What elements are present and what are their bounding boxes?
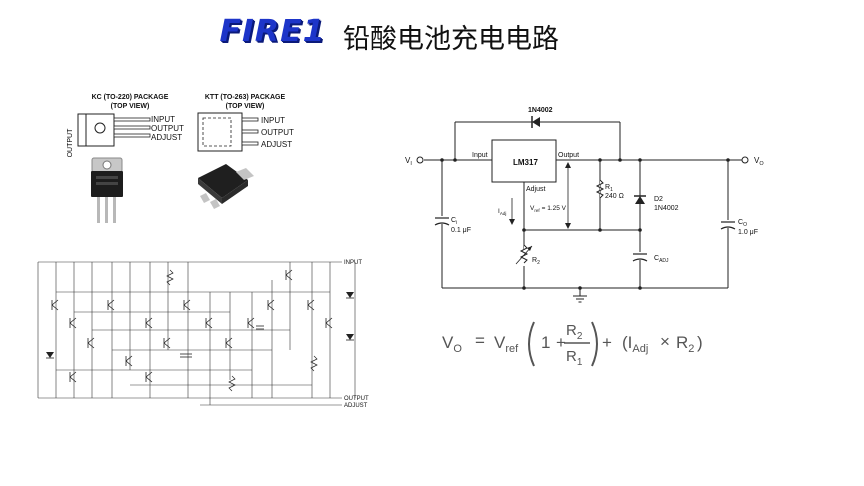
vo-terminal	[741, 156, 749, 164]
formula-r2b: R2	[676, 333, 694, 355]
iadj-label: IAdj	[498, 208, 506, 216]
ktt-package-photo	[198, 164, 254, 209]
ic-input-label: Input	[472, 152, 488, 159]
internal-schematic: INPUT OUTPUT ADJUST	[37, 260, 369, 409]
d2-diode	[634, 195, 646, 204]
formula-times: ×	[660, 332, 670, 351]
ktt-title: KTT (TO-263) PACKAGE	[205, 94, 286, 101]
kc-body	[77, 113, 115, 147]
vo-label: VO	[754, 156, 764, 167]
r1-resistor	[595, 179, 605, 199]
vref-label: Vref= 1.25 V	[530, 205, 567, 213]
formula-vref: Vref	[494, 333, 519, 355]
lm317-ic	[491, 139, 557, 183]
r1-name: R1	[605, 184, 613, 193]
kc-package-photo	[91, 157, 123, 223]
formula-r1: R1	[566, 348, 583, 368]
page-title: 铅酸电池充电电路	[343, 24, 559, 55]
r2-resistor	[519, 244, 529, 264]
ci-name: Ci	[451, 217, 457, 226]
vi-terminal	[416, 156, 424, 164]
kc-pin-adjust: ADJUST	[151, 133, 182, 142]
formula-one: 1	[541, 333, 550, 352]
ic-adjust-label: Adjust	[526, 186, 546, 193]
lm317-circuit: 1N4002 LM317 Input Output Adjust VI VO R…	[405, 107, 764, 303]
formula-plus2: +	[602, 333, 612, 352]
paren-close	[591, 321, 598, 367]
formula-plus: +	[556, 333, 566, 352]
ground-symbol	[573, 295, 587, 303]
ktt-pin-output: OUTPUT	[261, 128, 294, 137]
fire1-logo: FIRE1	[219, 14, 326, 49]
internal-input-label: INPUT	[344, 260, 362, 266]
kc-tab-hole	[94, 122, 106, 134]
ktt-subtitle: (TOP VIEW)	[226, 103, 265, 110]
kc-pin-input: INPUT	[151, 115, 175, 124]
cadj-capacitor	[632, 252, 648, 262]
kc-side-label: OUTPUT	[67, 128, 74, 158]
formula-vo: VO	[442, 333, 462, 355]
diode-top-label: 1N4002	[528, 107, 553, 114]
vi-label: VI	[405, 156, 412, 167]
ktt-package-diagram: KTT (TO-263) PACKAGE (TOP VIEW) INPUT OU…	[197, 94, 294, 209]
ic-name: LM317	[513, 158, 538, 167]
kc-title: KC (TO-220) PACKAGE	[92, 94, 169, 101]
co-capacitor	[720, 220, 736, 230]
formula-eq: =	[475, 331, 485, 350]
kc-package-diagram: KC (TO-220) PACKAGE (TOP VIEW) OUTPUT IN…	[67, 94, 184, 223]
ktt-pin-input: INPUT	[261, 116, 285, 125]
formula-r2: R2	[566, 322, 583, 342]
ktt-body	[197, 112, 243, 152]
cadj-name: CADJ	[654, 255, 669, 264]
d2-value: 1N4002	[654, 205, 679, 212]
co-name: CO	[738, 219, 747, 228]
kc-subtitle: (TOP VIEW)	[111, 103, 150, 110]
protection-diode-top	[531, 116, 540, 128]
output-voltage-formula: VO = Vref 1 + R2 R1 + (IAdj × R2 )	[442, 321, 703, 368]
ci-capacitor	[434, 216, 450, 226]
d2-name: D2	[654, 196, 663, 203]
internal-adjust-label: ADJUST	[344, 403, 368, 409]
formula-iadj: (IAdj	[622, 333, 648, 355]
paren-open	[528, 321, 535, 367]
internal-output-label: OUTPUT	[344, 396, 369, 402]
r2-name: R2	[532, 257, 540, 266]
kc-pin-output: OUTPUT	[151, 124, 184, 133]
co-value: 1.0 μF	[738, 229, 758, 236]
formula-close: )	[697, 333, 703, 352]
r1-value: 240 Ω	[605, 193, 624, 200]
ic-output-label: Output	[558, 152, 579, 159]
ci-value: 0.1 μF	[451, 227, 471, 234]
ktt-pin-adjust: ADJUST	[261, 140, 292, 149]
